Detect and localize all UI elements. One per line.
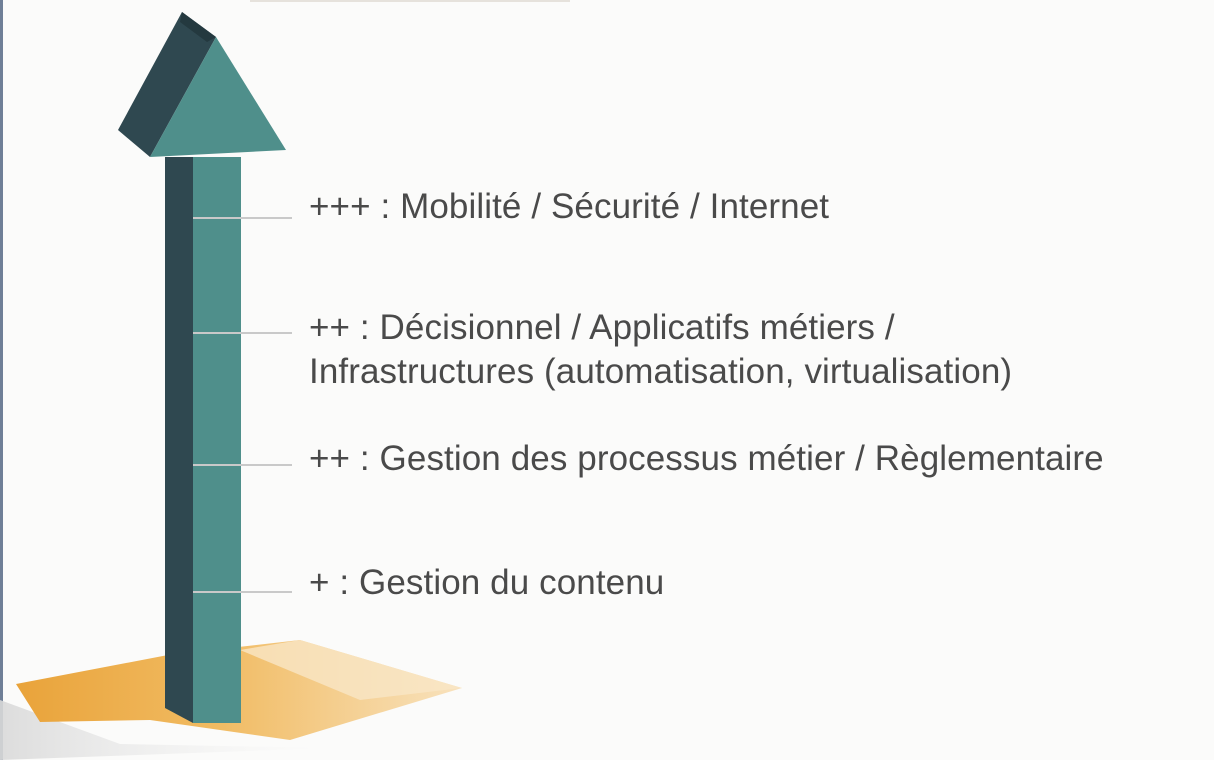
arrow-head-side — [118, 12, 216, 157]
level-label-line: ++ : Décisionnel / Applicatifs métiers / — [309, 308, 895, 347]
level-label-medium-high: ++ : Décisionnel / Applicatifs métiers /… — [309, 306, 1012, 394]
base-shadow — [0, 700, 330, 760]
level-label-low: + : Gestion du contenu — [309, 561, 664, 605]
arrow-shaft-front — [193, 157, 241, 723]
level-label-medium: ++ : Gestion des processus métier / Règl… — [309, 437, 1104, 481]
base-floor-highlight — [240, 640, 462, 700]
level-label-high: +++ : Mobilité / Sécurité / Internet — [309, 185, 829, 229]
arrow-head-top-shade — [180, 12, 216, 42]
level-label-line: Infrastructures (automatisation, virtual… — [309, 352, 1013, 391]
level-label-line: + : Gestion du contenu — [309, 563, 665, 602]
arrow-shaft-side — [165, 157, 193, 723]
level-label-line: ++ : Gestion des processus métier / Règl… — [309, 439, 1104, 478]
arrow-head-front — [150, 37, 286, 157]
level-label-line: +++ : Mobilité / Sécurité / Internet — [309, 187, 830, 226]
left-border — [0, 0, 3, 760]
top-divider — [250, 0, 570, 2]
